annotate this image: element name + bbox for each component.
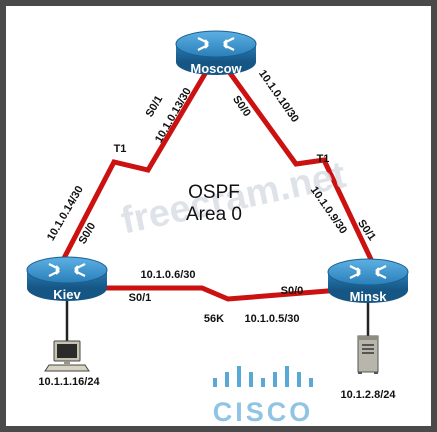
keyboard-icon xyxy=(44,364,90,372)
ip-minsk-kiev-side: 10.1.0.5/30 xyxy=(244,313,299,325)
router-minsk[interactable]: Minsk xyxy=(327,258,409,304)
ip-kiev-minsk-side: 10.1.0.6/30 xyxy=(140,269,195,281)
router-label-minsk: Minsk xyxy=(350,289,388,304)
link-moscow-minsk xyxy=(219,60,379,272)
router-label-moscow: Moscow xyxy=(190,61,242,76)
speed-kiev-minsk: 56K xyxy=(204,313,224,325)
router-label-kiev: Kiev xyxy=(53,287,81,302)
type-moscow-minsk: T1 xyxy=(317,153,330,165)
link-moscow-kiev xyxy=(59,60,215,264)
server-ip-label: 10.1.2.8/24 xyxy=(340,389,396,401)
pc-ip-label: 10.1.1.16/24 xyxy=(38,376,100,388)
pc-host[interactable] xyxy=(44,340,90,372)
cisco-wordmark: CISCO xyxy=(213,397,314,427)
iface-minsk-s00: S0/0 xyxy=(281,285,304,297)
link-kiev-minsk xyxy=(90,285,341,302)
area-label: Area 0 xyxy=(186,204,242,225)
cisco-logo: CISCO xyxy=(213,366,314,427)
server-host[interactable] xyxy=(357,335,379,374)
type-moscow-kiev: T1 xyxy=(114,143,127,155)
ospf-label: OSPF xyxy=(188,182,240,203)
iface-kiev-s01: S0/1 xyxy=(129,292,152,304)
router-moscow[interactable]: Moscow xyxy=(175,30,257,76)
router-kiev[interactable]: Kiev xyxy=(26,256,108,302)
